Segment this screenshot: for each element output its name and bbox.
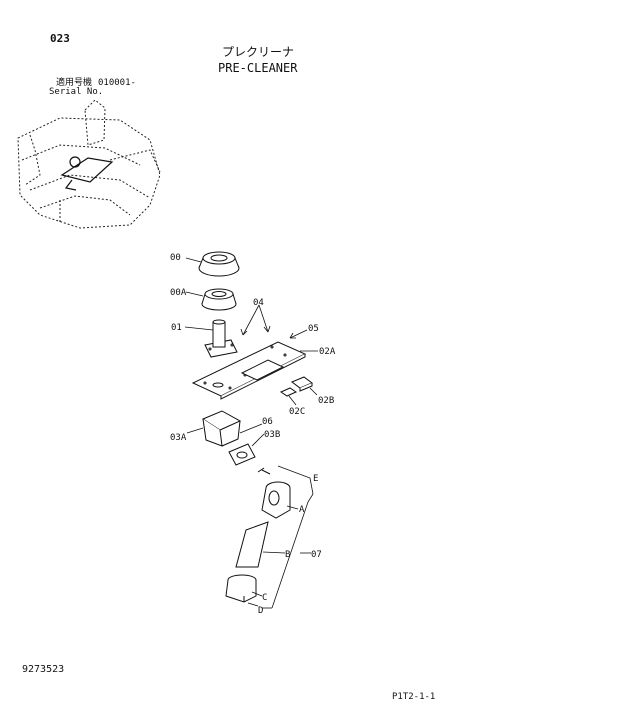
callout-d: D — [258, 606, 263, 616]
part-bowl — [201, 288, 237, 311]
callout-b: B — [285, 550, 290, 560]
callout-04: 04 — [253, 298, 264, 308]
callout-a: A — [299, 505, 305, 515]
callout-07: 07 — [311, 550, 322, 560]
part-seal — [228, 443, 256, 466]
callout-00: 00 — [170, 253, 181, 263]
reference-code: P1T2-1-1 — [392, 692, 436, 702]
page-number: 023 — [50, 32, 70, 45]
callout-03b: 03B — [264, 430, 280, 440]
callout-c: C — [262, 593, 267, 603]
part-filter-element — [235, 521, 269, 568]
part-pads — [279, 376, 313, 397]
callout-03a: 03A — [170, 433, 187, 443]
part-air-cleaner-head — [257, 467, 291, 519]
callout-e: E — [313, 474, 318, 484]
callout-00a: 00A — [170, 288, 187, 298]
leader-lines — [184, 257, 318, 609]
part-tube — [204, 319, 238, 358]
callout-05: 05 — [308, 324, 319, 334]
callout-02c: 02C — [289, 407, 305, 417]
serial-label-japanese: 適用号機 — [56, 78, 93, 88]
title-japanese: プレクリーナ — [222, 45, 295, 59]
part-bottom-cup — [225, 574, 257, 603]
serial-value: 010001- — [98, 78, 136, 88]
callout-02b: 02B — [318, 396, 334, 406]
machine-overview — [17, 99, 161, 229]
part-plate — [191, 341, 307, 400]
serial-label-english: Serial No. — [49, 87, 104, 97]
callout-02a: 02A — [319, 347, 336, 357]
document-number: 9273523 — [22, 664, 65, 675]
callout-06: 06 — [262, 417, 273, 427]
callout-01: 01 — [171, 323, 182, 333]
part-cap — [198, 251, 240, 277]
title-english: PRE-CLEANER — [218, 61, 298, 75]
part-box — [201, 410, 242, 447]
machine-highlight — [60, 156, 114, 191]
